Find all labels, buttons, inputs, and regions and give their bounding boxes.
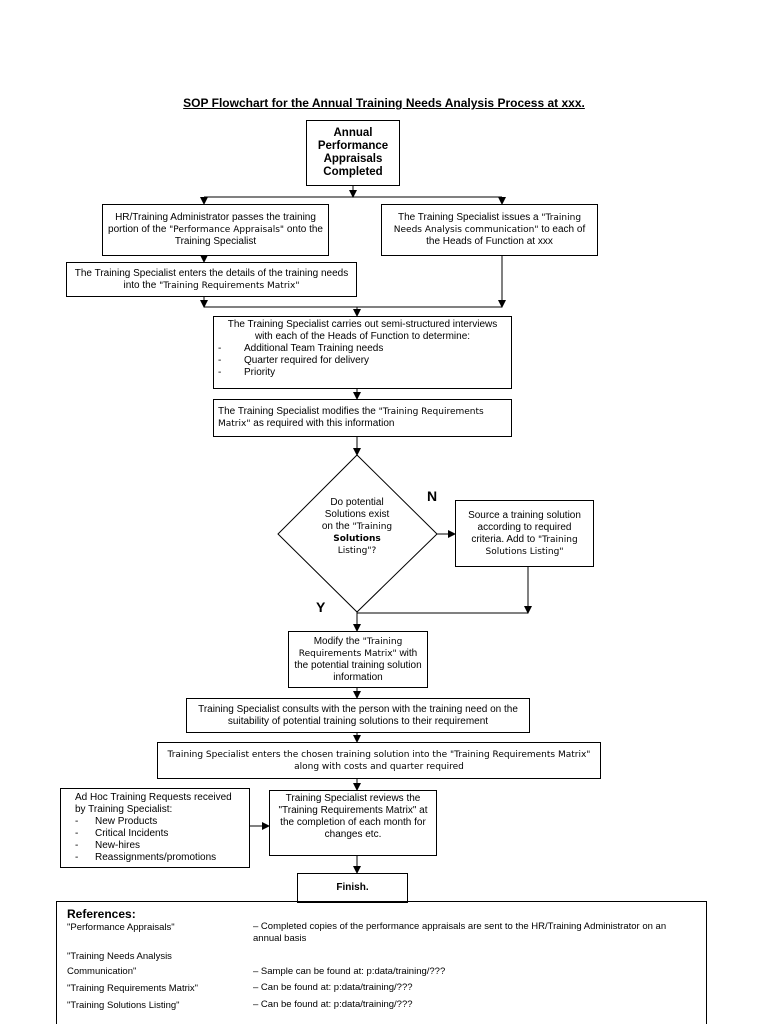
interviews-box: The Training Specialist carries out semi…: [213, 316, 512, 389]
no-label: N: [427, 488, 438, 504]
decision-text: Do potential Solutions exist on the "Tra…: [321, 497, 393, 556]
list-item: -New Products: [75, 816, 158, 827]
references-box: References: "Performance Appraisals"– Co…: [56, 901, 707, 1024]
start-text: Annual Performance Appraisals Completed: [317, 127, 389, 178]
start-box: Annual Performance Appraisals Completed: [306, 120, 400, 186]
step-text: The Training Specialist enters the detai…: [74, 267, 349, 291]
step-quote: "Training Requirements Matrix": [218, 407, 484, 429]
step-quote: "Training Requirements Matrix": [159, 280, 300, 291]
step-text: onto the Training Specialist: [174, 224, 323, 247]
reference-row: "Training Requirements Matrix"– Can be f…: [67, 982, 413, 994]
step-text: HR/Training Administrator passes the tra…: [108, 212, 316, 235]
step-text: as required with this information: [250, 418, 395, 429]
enter-details-box: The Training Specialist enters the detai…: [66, 262, 357, 297]
list-item: -Quarter required for delivery: [218, 355, 370, 366]
step-quote: "Performance Appraisals": [169, 225, 285, 235]
interview-list: -Additional Team Training needs -Quarter…: [218, 343, 507, 379]
reference-row: "Training Solutions Listing"– Can be fou…: [67, 999, 413, 1011]
reference-row: "Training Needs Analysis Communication"–…: [67, 951, 446, 977]
page-title: SOP Flowchart for the Annual Training Ne…: [183, 96, 585, 110]
consult-box: Training Specialist consults with the pe…: [186, 698, 530, 733]
review-box: Training Specialist reviews the "Trainin…: [269, 790, 437, 856]
list-item: -Priority: [218, 367, 276, 378]
references-heading: References:: [67, 907, 136, 921]
step-quote: "Training Needs Analysis communication": [393, 213, 582, 235]
list-item: -Critical Incidents: [75, 828, 169, 839]
modify-matrix-box: The Training Specialist modifies the "Tr…: [213, 399, 512, 437]
modify-potential-box: Modify the "Training Requirements Matrix…: [288, 631, 428, 688]
reference-row: "Performance Appraisals"– Completed copi…: [67, 921, 667, 944]
list-item: -New-hires: [75, 840, 141, 851]
list-item: -Reassignments/promotions: [75, 852, 217, 863]
enter-chosen-box: Training Specialist enters the chosen tr…: [157, 742, 601, 779]
step-text: The Training Specialist issues a: [397, 212, 542, 223]
step-text: to each of the Heads of Function at xxx: [426, 224, 586, 247]
list-item: -Additional Team Training needs: [218, 343, 384, 354]
hr-pass-box: HR/Training Administrator passes the tra…: [102, 204, 329, 256]
issue-comm-box: The Training Specialist issues a "Traini…: [381, 204, 598, 256]
finish-box: Finish.: [297, 873, 408, 903]
yes-label: Y: [316, 599, 326, 615]
source-solution-box: Source a training solution according to …: [455, 500, 594, 567]
step-text: The Training Specialist modifies the: [218, 406, 379, 417]
step-text: The Training Specialist carries out semi…: [227, 319, 498, 342]
adhoc-box: Ad Hoc Training Requests received by Tra…: [60, 788, 250, 868]
